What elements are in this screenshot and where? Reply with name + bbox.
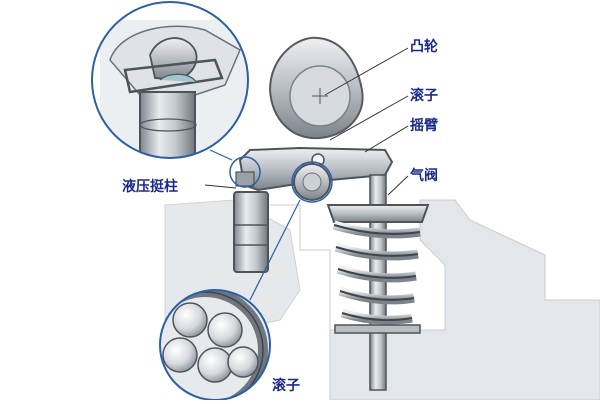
valve-spring [332, 220, 421, 325]
leader-lines [204, 47, 409, 196]
cam [268, 36, 364, 140]
hydraulic-lifter [233, 191, 269, 273]
zoom-marker-bottom [291, 161, 333, 203]
label-valve: 气阀 [410, 168, 438, 184]
zoom-circle-lifter-tip [91, 1, 249, 159]
label-rocker-arm: 摇臂 [410, 118, 438, 134]
leader-cam [324, 47, 409, 96]
label-hydraulic-lifter: 液压挺柱 [122, 179, 178, 195]
leader-roller-top [329, 95, 409, 141]
leader-lifter [204, 184, 237, 189]
label-roller-top: 滚子 [410, 88, 438, 104]
zoom-connector-bottom [249, 199, 301, 301]
zoom-circle-roller-bearing [159, 289, 271, 401]
spring-seat [334, 324, 421, 334]
leader-valve [387, 175, 409, 196]
zoom-marker-top [229, 156, 261, 188]
label-roller-bottom: 滚子 [272, 378, 300, 394]
leader-rocker-arm [364, 125, 409, 153]
engine-block-background [170, 199, 600, 401]
roller-top [293, 163, 331, 201]
zoom-connector-top [209, 149, 233, 161]
spring-retainer [326, 204, 430, 223]
label-cam: 凸轮 [410, 39, 438, 55]
